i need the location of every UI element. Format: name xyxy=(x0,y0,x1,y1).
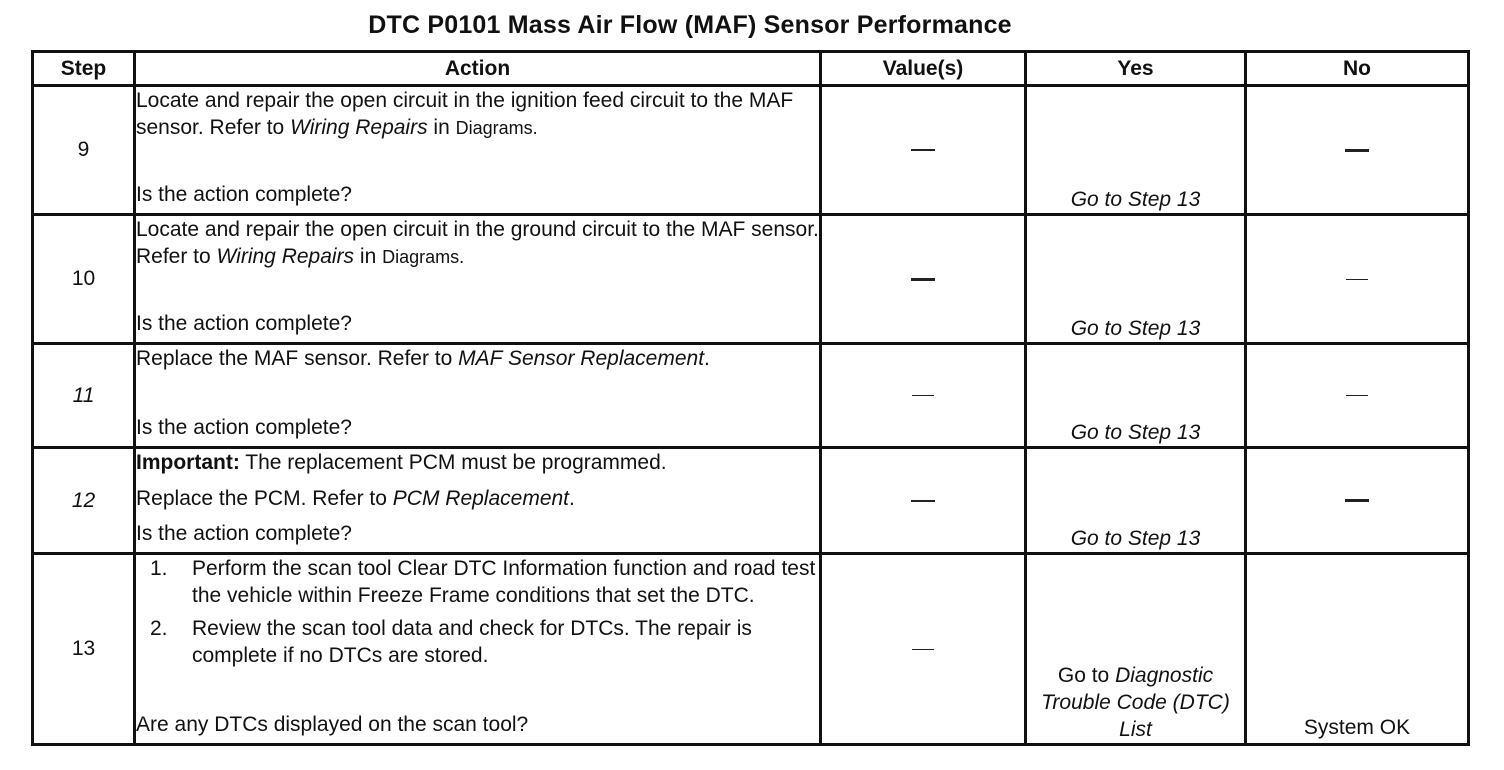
reference-link: Wiring Repairs xyxy=(216,245,355,268)
table-row: 9 Locate and repair the open circuit in … xyxy=(31,84,1470,216)
page-title: DTC P0101 Mass Air Flow (MAF) Sensor Per… xyxy=(368,11,1012,39)
table-row: 10 Locate and repair the open circuit in… xyxy=(31,213,1470,345)
dash-icon xyxy=(911,499,935,502)
yes-cell: Go to Step 13 xyxy=(1024,446,1247,555)
dtc-table: Step Action Value(s) Yes No 9 Locate and… xyxy=(31,50,1470,746)
value-cell xyxy=(819,342,1027,449)
table-row: 12 Important: The replacement PCM must b… xyxy=(31,446,1470,555)
dash-icon xyxy=(911,277,935,281)
action-text: Locate and repair the open circuit in th… xyxy=(136,218,819,268)
step-number: 11 xyxy=(31,342,136,449)
header-yes: Yes xyxy=(1024,50,1247,87)
action-cell: 1.Perform the scan tool Clear DTC Inform… xyxy=(133,552,822,746)
step-number: 10 xyxy=(31,213,136,345)
step-number: 9 xyxy=(31,84,136,216)
value-cell xyxy=(819,446,1027,555)
yes-cell: Go to Step 13 xyxy=(1024,213,1247,345)
action-question: Are any DTCs displayed on the scan tool? xyxy=(136,713,529,736)
list-item: 2.Review the scan tool data and check fo… xyxy=(150,617,752,667)
reference-link: Diagnostic Trouble Code (DTC) List xyxy=(1041,664,1230,741)
step-number: 13 xyxy=(31,552,136,746)
important-label: Important: xyxy=(136,451,240,474)
action-text: Replace the MAF sensor. Refer to MAF Sen… xyxy=(136,347,710,370)
action-cell: Important: The replacement PCM must be p… xyxy=(133,446,822,555)
header-row: Step Action Value(s) Yes No xyxy=(31,50,1470,87)
action-cell: Locate and repair the open circuit in th… xyxy=(133,84,822,216)
dash-icon xyxy=(1345,148,1369,152)
action-question: Is the action complete? xyxy=(136,522,352,545)
header-action: Action xyxy=(133,50,822,87)
dash-icon xyxy=(912,395,934,397)
value-cell xyxy=(819,552,1027,746)
important-note: Important: The replacement PCM must be p… xyxy=(136,451,667,474)
action-question: Is the action complete? xyxy=(136,416,352,439)
reference-link: Wiring Repairs xyxy=(290,116,428,139)
action-text: Replace the PCM. Refer to PCM Replacemen… xyxy=(136,486,575,510)
action-cell: Locate and repair the open circuit in th… xyxy=(133,213,822,345)
yes-cell: Go to Diagnostic Trouble Code (DTC) List xyxy=(1024,552,1247,746)
table-row: 11 Replace the MAF sensor. Refer to MAF … xyxy=(31,342,1470,449)
list-item: 1.Perform the scan tool Clear DTC Inform… xyxy=(150,557,816,607)
header-values: Value(s) xyxy=(819,50,1027,87)
reference-link: MAF Sensor Replacement xyxy=(458,347,705,370)
no-cell xyxy=(1244,342,1470,449)
dash-icon xyxy=(1346,395,1368,397)
action-question: Is the action complete? xyxy=(136,183,352,206)
value-cell xyxy=(819,84,1027,216)
no-cell: System OK xyxy=(1244,552,1470,746)
no-cell xyxy=(1244,446,1470,555)
reference-link: PCM Replacement xyxy=(392,486,570,510)
yes-cell: Go to Step 13 xyxy=(1024,84,1247,216)
action-question: Is the action complete? xyxy=(136,312,352,335)
step-number: 12 xyxy=(31,446,136,555)
dash-icon xyxy=(1345,499,1369,503)
procedure-list: 1.Perform the scan tool Clear DTC Inform… xyxy=(136,555,819,675)
no-cell xyxy=(1244,213,1470,345)
value-cell xyxy=(819,213,1027,345)
action-cell: Replace the MAF sensor. Refer to MAF Sen… xyxy=(133,342,822,449)
header-step: Step xyxy=(31,50,136,87)
table-row: 13 1.Perform the scan tool Clear DTC Inf… xyxy=(31,552,1470,746)
dash-icon xyxy=(911,149,935,152)
action-text: Locate and repair the open circuit in th… xyxy=(136,89,794,139)
dash-icon xyxy=(912,648,934,650)
header-no: No xyxy=(1244,50,1470,87)
yes-cell: Go to Step 13 xyxy=(1024,342,1247,449)
dash-icon xyxy=(1346,278,1368,280)
no-cell xyxy=(1244,84,1470,216)
